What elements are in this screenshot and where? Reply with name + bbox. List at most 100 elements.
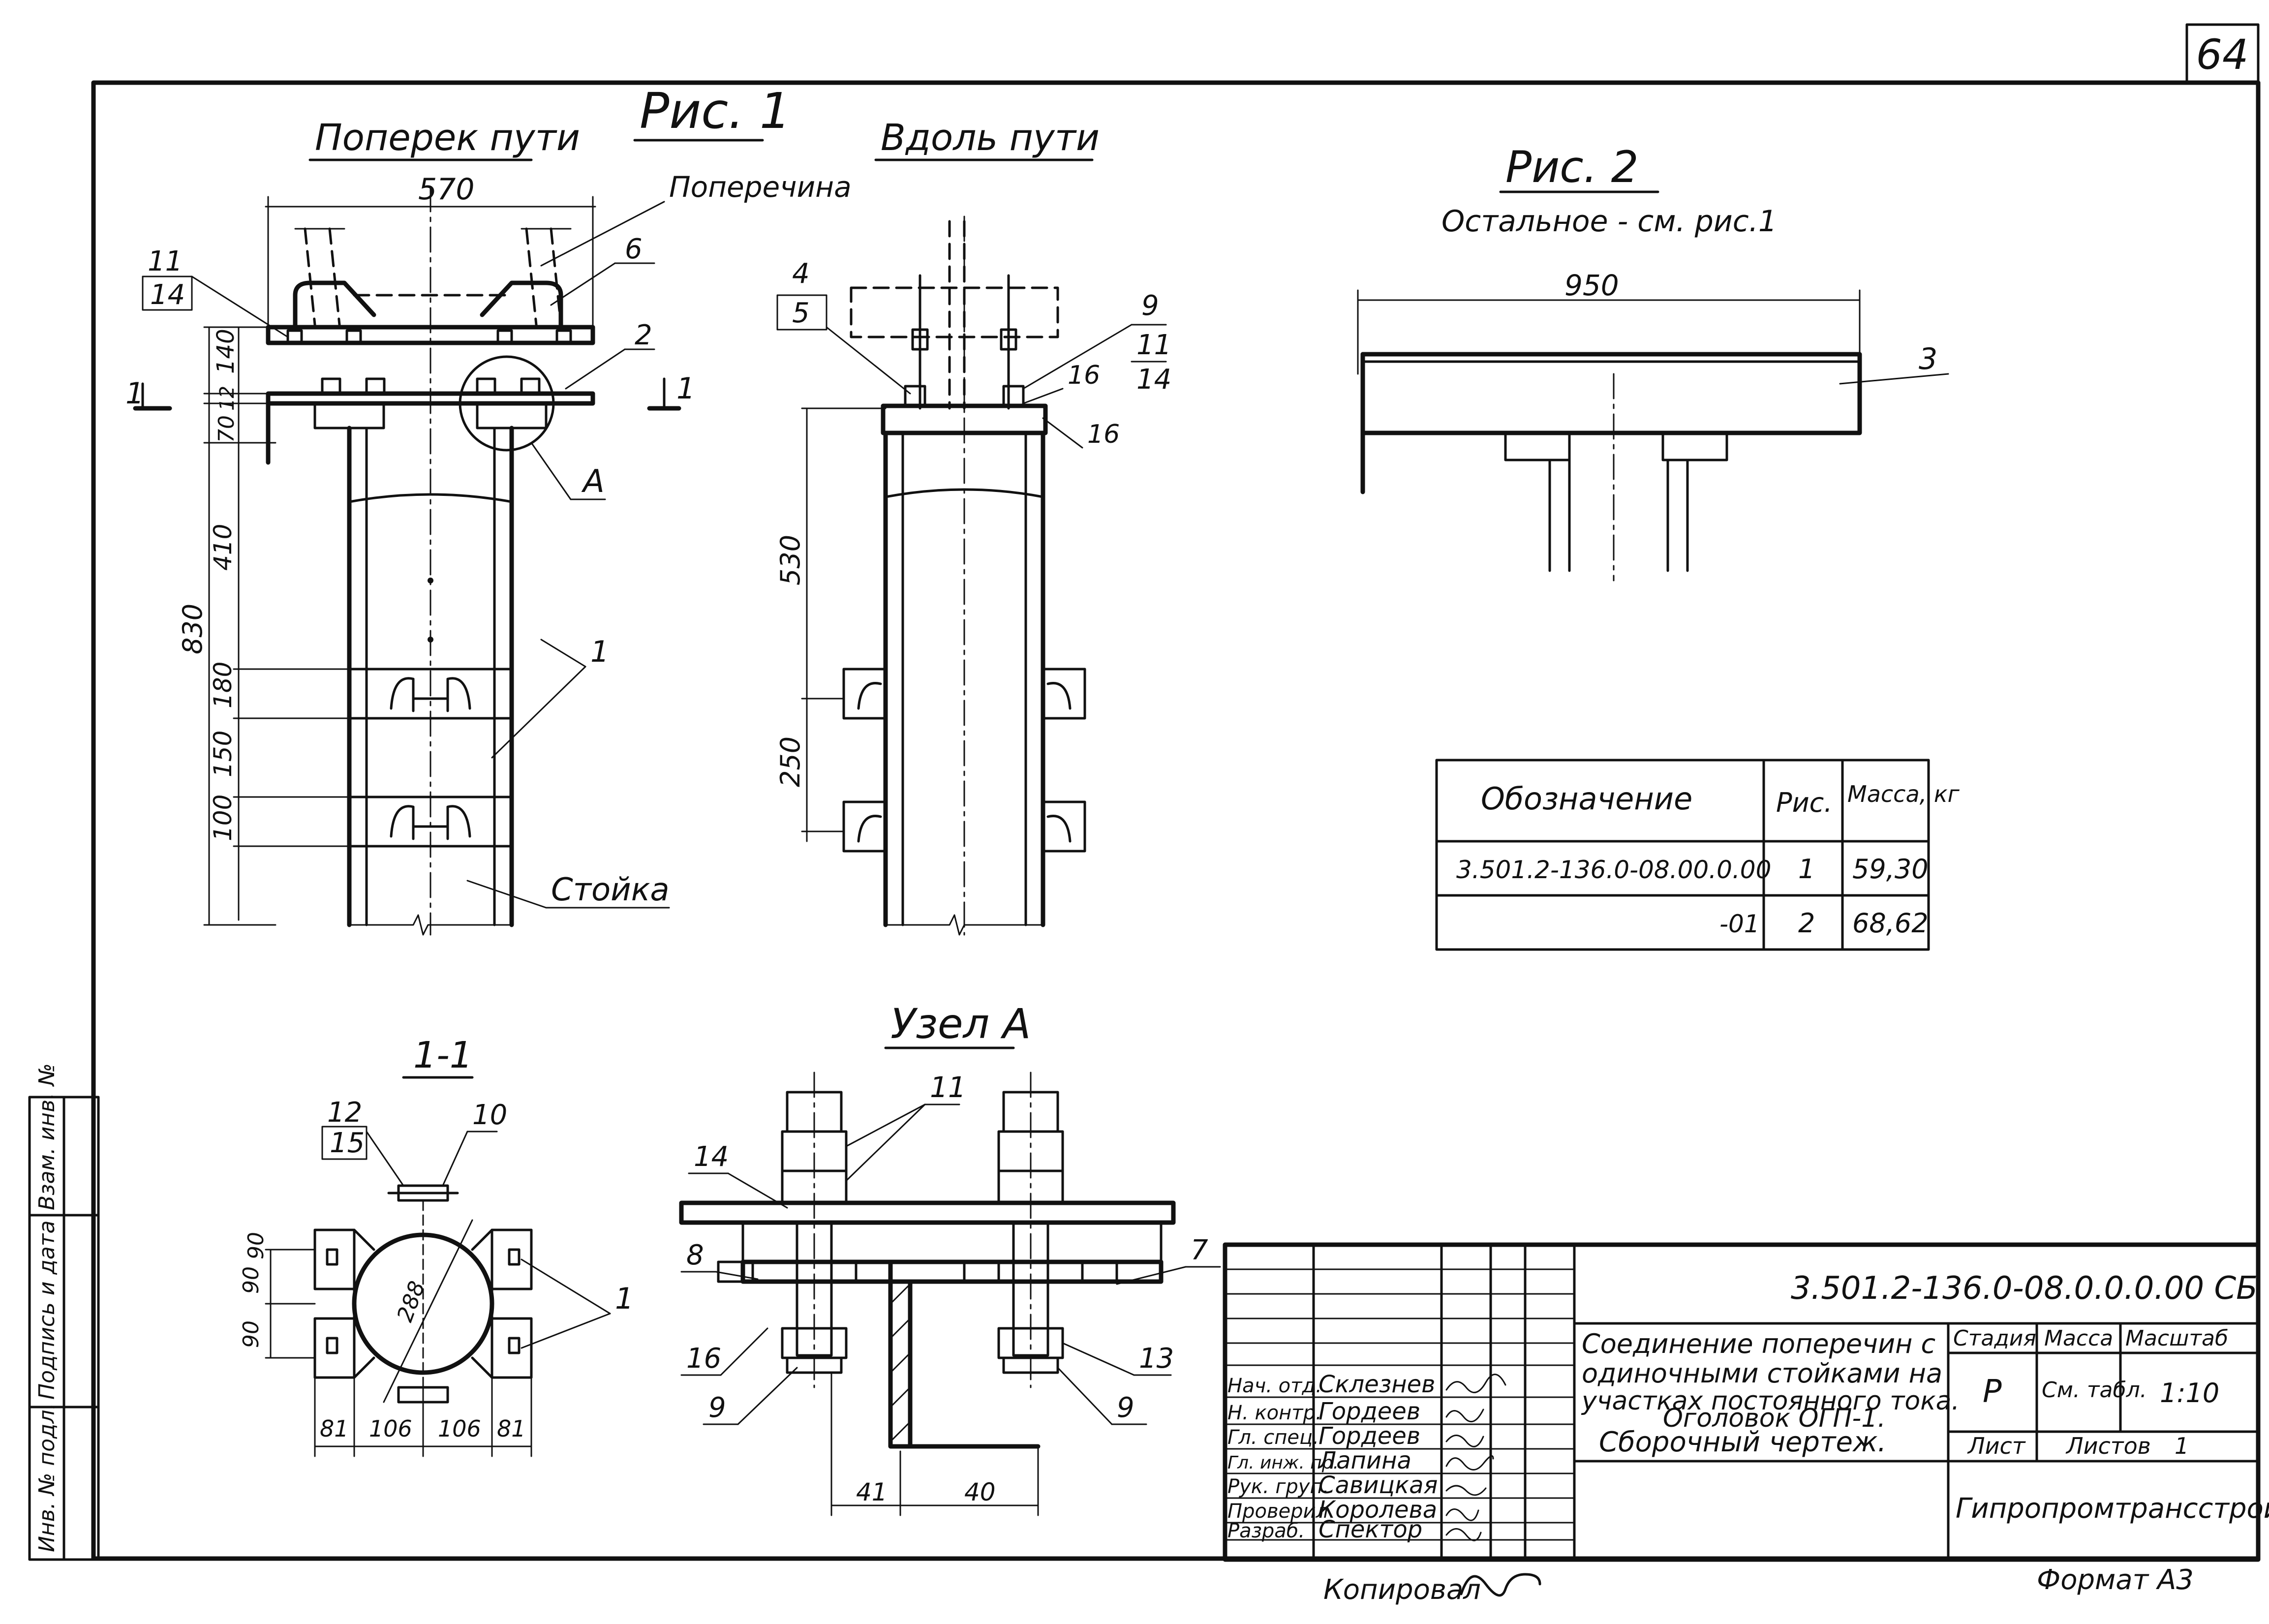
copier-signature: [1460, 1573, 1541, 1597]
sheet-label: Лист: [1967, 1433, 2026, 1459]
signatures: [1445, 1374, 1506, 1541]
sheets-label: Листов: [2065, 1433, 2151, 1459]
section11-dim-90b: 90: [244, 1232, 269, 1259]
pos-4-along: 4: [792, 258, 810, 290]
fig1-title: Рис. 1: [640, 82, 791, 140]
stage-header: Стадия: [1953, 1326, 2036, 1351]
section-mark-right: 1: [676, 371, 695, 406]
node-a-pos-7: 7: [1191, 1234, 1208, 1266]
fig2-title: Рис. 2: [1505, 142, 1639, 192]
node-a-title: Узел А: [890, 1000, 1031, 1048]
fig2: Рис. 2 Остальное - см. рис.1 950 3: [1357, 142, 1949, 582]
dim-410: 410: [209, 524, 237, 571]
pos-6-across: 6: [625, 233, 643, 265]
title-line-5: Сборочный чертеж.: [1599, 1426, 1886, 1458]
spec-header-fig: Рис.: [1776, 787, 1833, 818]
section11-pos-15: 15: [330, 1127, 365, 1159]
node-a-pos-14: 14: [694, 1141, 729, 1173]
spec-header-designation: Обозначение: [1481, 781, 1692, 817]
pos-16-along-a: 16: [1068, 361, 1100, 390]
spec-header-mass: Масса, кг: [1847, 781, 1960, 807]
left-strip: Взам. инв. № Подпись и дата Инв. № подл.: [28, 1063, 100, 1561]
staff-role: Разраб.: [1227, 1520, 1305, 1542]
spec-table: Обозначение Рис. Масса, кг 3.501.2-136.0…: [1435, 759, 1960, 951]
pos-11-across: 11: [148, 245, 183, 277]
fig2-pos-3: 3: [1919, 342, 1937, 376]
dim-570: 570: [418, 172, 475, 207]
replaces-inv-label: Взам. инв. №: [34, 1063, 60, 1210]
dim-250: 250: [775, 736, 806, 787]
staff-name: Савицкая: [1318, 1471, 1438, 1499]
node-a-pos-8: 8: [686, 1239, 704, 1271]
spec-row-designation: 3.501.2-136.0-08.00.0.00: [1456, 856, 1771, 884]
staff-name: Лапина: [1318, 1447, 1411, 1474]
spec-row-fig: 2: [1798, 908, 1815, 939]
scale-header: Масштаб: [2125, 1326, 2228, 1351]
fig2-dim-950: 950: [1564, 269, 1619, 302]
section11-dim-90a: 90: [239, 1266, 264, 1294]
section11-pos-1: 1: [615, 1282, 634, 1316]
spec-row-mass: 68,62: [1852, 908, 1929, 939]
fig1-across-view: 570 Поперечина: [125, 170, 852, 936]
section11-dim-81a: 81: [320, 1415, 349, 1442]
pos-5-along: 5: [792, 297, 810, 329]
title-line-1: Соединение поперечин с: [1582, 1328, 1935, 1359]
spec-row-mass: 59,30: [1852, 854, 1929, 885]
section11-dim-81b: 81: [497, 1415, 526, 1442]
staff-name: Спектор: [1318, 1516, 1422, 1543]
mass-header: Масса: [2044, 1326, 2113, 1351]
section11-pos-10: 10: [472, 1099, 507, 1131]
stage-value: Р: [1983, 1374, 2002, 1410]
pos-16-along-b: 16: [1087, 420, 1120, 449]
node-a-dim-41: 41: [856, 1478, 888, 1506]
spec-row-fig: 1: [1798, 854, 1815, 885]
spec-row-designation: -01: [1719, 910, 1760, 938]
section11-dim-90c: 90: [239, 1320, 264, 1348]
node-a-pos-9b: 9: [1117, 1392, 1134, 1424]
section-1-1: 1-1 288 90 90 90: [239, 1034, 634, 1457]
section11-title: 1-1: [413, 1034, 473, 1076]
staff-role: Проверил: [1227, 1500, 1328, 1523]
inv-no-label: Инв. № подл.: [34, 1403, 60, 1552]
staff-role: Н. контр.: [1227, 1402, 1322, 1424]
staff-name: Гордеев: [1318, 1422, 1420, 1450]
mass-value: См. табл.: [2042, 1378, 2147, 1403]
dim-70: 70: [214, 415, 239, 443]
section-mark-left: 1: [125, 376, 144, 411]
staff-role: Нач. отд.: [1227, 1375, 1322, 1397]
node-a: Узел А: [679, 1000, 1221, 1516]
fig1-along-view: 530 250 4 5 9 11 14 16 16: [775, 215, 1171, 936]
section11-dim-106b: 106: [438, 1415, 481, 1442]
node-a-dim-40: 40: [964, 1478, 996, 1506]
fig1-view-across: Поперек пути: [315, 117, 580, 159]
node-a-pos-9a: 9: [708, 1392, 726, 1424]
sheets-count: 1: [2175, 1433, 2189, 1459]
node-a-pos-11: 11: [930, 1071, 966, 1104]
copied-by-label: Копировал: [1323, 1574, 1481, 1606]
staff-name: Гордеев: [1318, 1398, 1420, 1425]
node-a-pos-16: 16: [686, 1343, 721, 1375]
pos-2-across: 2: [635, 319, 652, 351]
section11-dim-106a: 106: [369, 1415, 412, 1442]
staff-role: Гл. спец.: [1227, 1426, 1319, 1449]
sheet-number: 64: [2196, 31, 2249, 79]
label-crossbar: Поперечина: [669, 170, 852, 204]
title-line-2: одиночными стойками на: [1582, 1358, 1942, 1389]
pos-11-along: 11: [1136, 329, 1171, 361]
dim-140: 140: [212, 329, 240, 374]
staff-name: Склезнев: [1318, 1371, 1435, 1398]
dim-12: 12: [216, 386, 239, 411]
pos-1-across: 1: [590, 635, 609, 669]
dim-530: 530: [775, 535, 806, 585]
pos-14-along: 14: [1136, 364, 1171, 396]
label-post: Стойка: [551, 872, 670, 908]
fig1-view-along: Вдоль пути: [881, 117, 1100, 159]
scale-value: 1:10: [2160, 1378, 2219, 1409]
format-label: Формат А3: [2037, 1564, 2194, 1596]
callout-a: А: [581, 463, 605, 500]
pos-14-across: 14: [150, 279, 185, 311]
staff-name: Королева: [1318, 1496, 1437, 1524]
title-line-3: участках постоянного тока.: [1581, 1386, 1960, 1416]
fig2-note: Остальное - см. рис.1: [1441, 204, 1777, 239]
